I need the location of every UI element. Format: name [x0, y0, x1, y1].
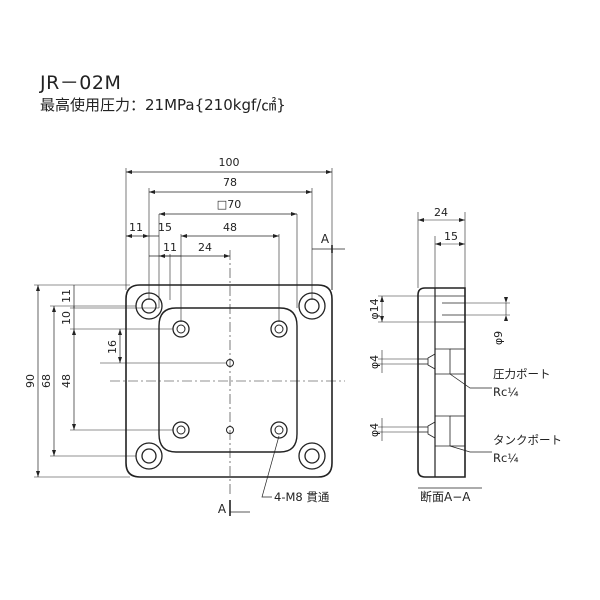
- dia-4-tank: φ4: [368, 423, 381, 437]
- dim-15: 15: [158, 221, 172, 234]
- dim-square-70: □70: [217, 198, 241, 211]
- dim-11-top: 11: [129, 221, 143, 234]
- dia-9: φ9: [492, 331, 505, 345]
- dim-15-side: 15: [444, 230, 458, 243]
- section-label: 断面A−A: [420, 489, 471, 504]
- dim-68: 68: [40, 374, 53, 388]
- front-view: [34, 168, 345, 516]
- dim-48-left: 48: [60, 374, 73, 388]
- dia-4-pressure: φ4: [368, 355, 381, 369]
- dim-10: 10: [60, 311, 73, 325]
- max-pressure: 最高使用圧力：21MPa{210kgf/㎠}: [40, 96, 286, 114]
- dim-24-side: 24: [434, 206, 448, 219]
- dim-90: 90: [24, 374, 37, 388]
- dim-78: 78: [223, 176, 237, 189]
- dim-100: 100: [219, 156, 240, 169]
- section-marker-top: A: [321, 232, 330, 246]
- dim-48: 48: [223, 221, 237, 234]
- hole-note: 4-M8 貫通: [274, 490, 330, 504]
- dia-14: φ14: [368, 298, 381, 319]
- dim-11-lower: 11: [163, 241, 177, 254]
- dim-24: 24: [198, 241, 212, 254]
- model-number: JR－02M: [40, 72, 122, 94]
- front-dimensions-left: 90 68 48 11 10 16: [24, 289, 119, 388]
- tank-port-thread: Rc¼: [493, 451, 518, 465]
- pressure-port-label: 圧力ポート: [493, 367, 551, 381]
- section-dimensions: 24 15 φ14 φ9 φ4 φ4: [368, 206, 505, 437]
- dim-11-left: 11: [60, 289, 73, 303]
- dim-16: 16: [106, 340, 119, 354]
- tank-port-label: タンクポート: [493, 433, 562, 447]
- section-view: [378, 212, 510, 489]
- front-dimensions: 100 78 □70 48 11 15 11 24 A A: [129, 156, 330, 516]
- section-marker-bottom: A: [218, 502, 227, 516]
- pressure-port-thread: Rc¼: [493, 385, 518, 399]
